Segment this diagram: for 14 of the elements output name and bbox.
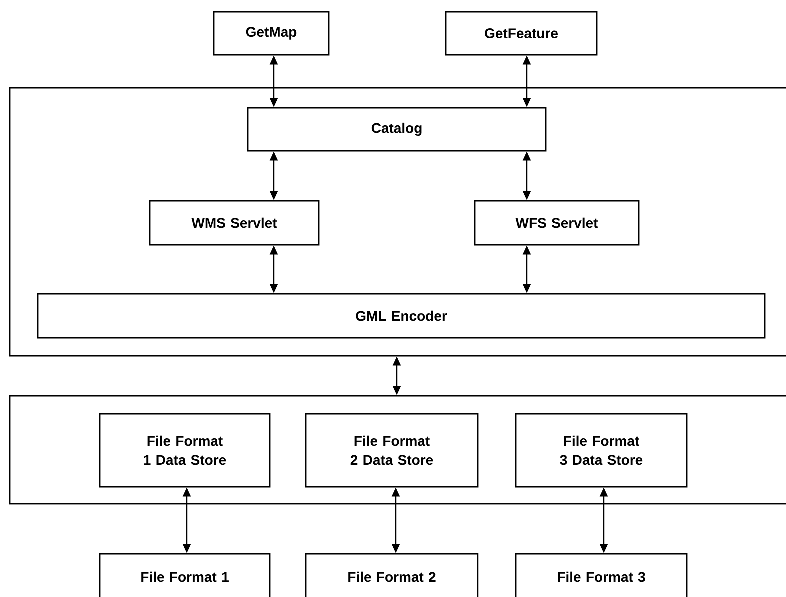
container-box (9, 87, 786, 357)
component-box: File Format 2 (305, 553, 479, 597)
component-box: File Format 1 Data Store (99, 413, 271, 488)
component-box: File Format 3 (515, 553, 688, 597)
component-box: File Format 3 Data Store (515, 413, 688, 488)
component-box: WFS Servlet (474, 200, 640, 246)
container-box (9, 395, 786, 505)
component-box: WMS Servlet (149, 200, 320, 246)
component-box: File Format 1 (99, 553, 271, 597)
component-box: File Format 2 Data Store (305, 413, 479, 488)
component-box: GML Encoder (37, 293, 766, 339)
request-box: GetFeature (445, 11, 598, 56)
component-box: Catalog (247, 107, 547, 152)
request-box: GetMap (213, 11, 330, 56)
